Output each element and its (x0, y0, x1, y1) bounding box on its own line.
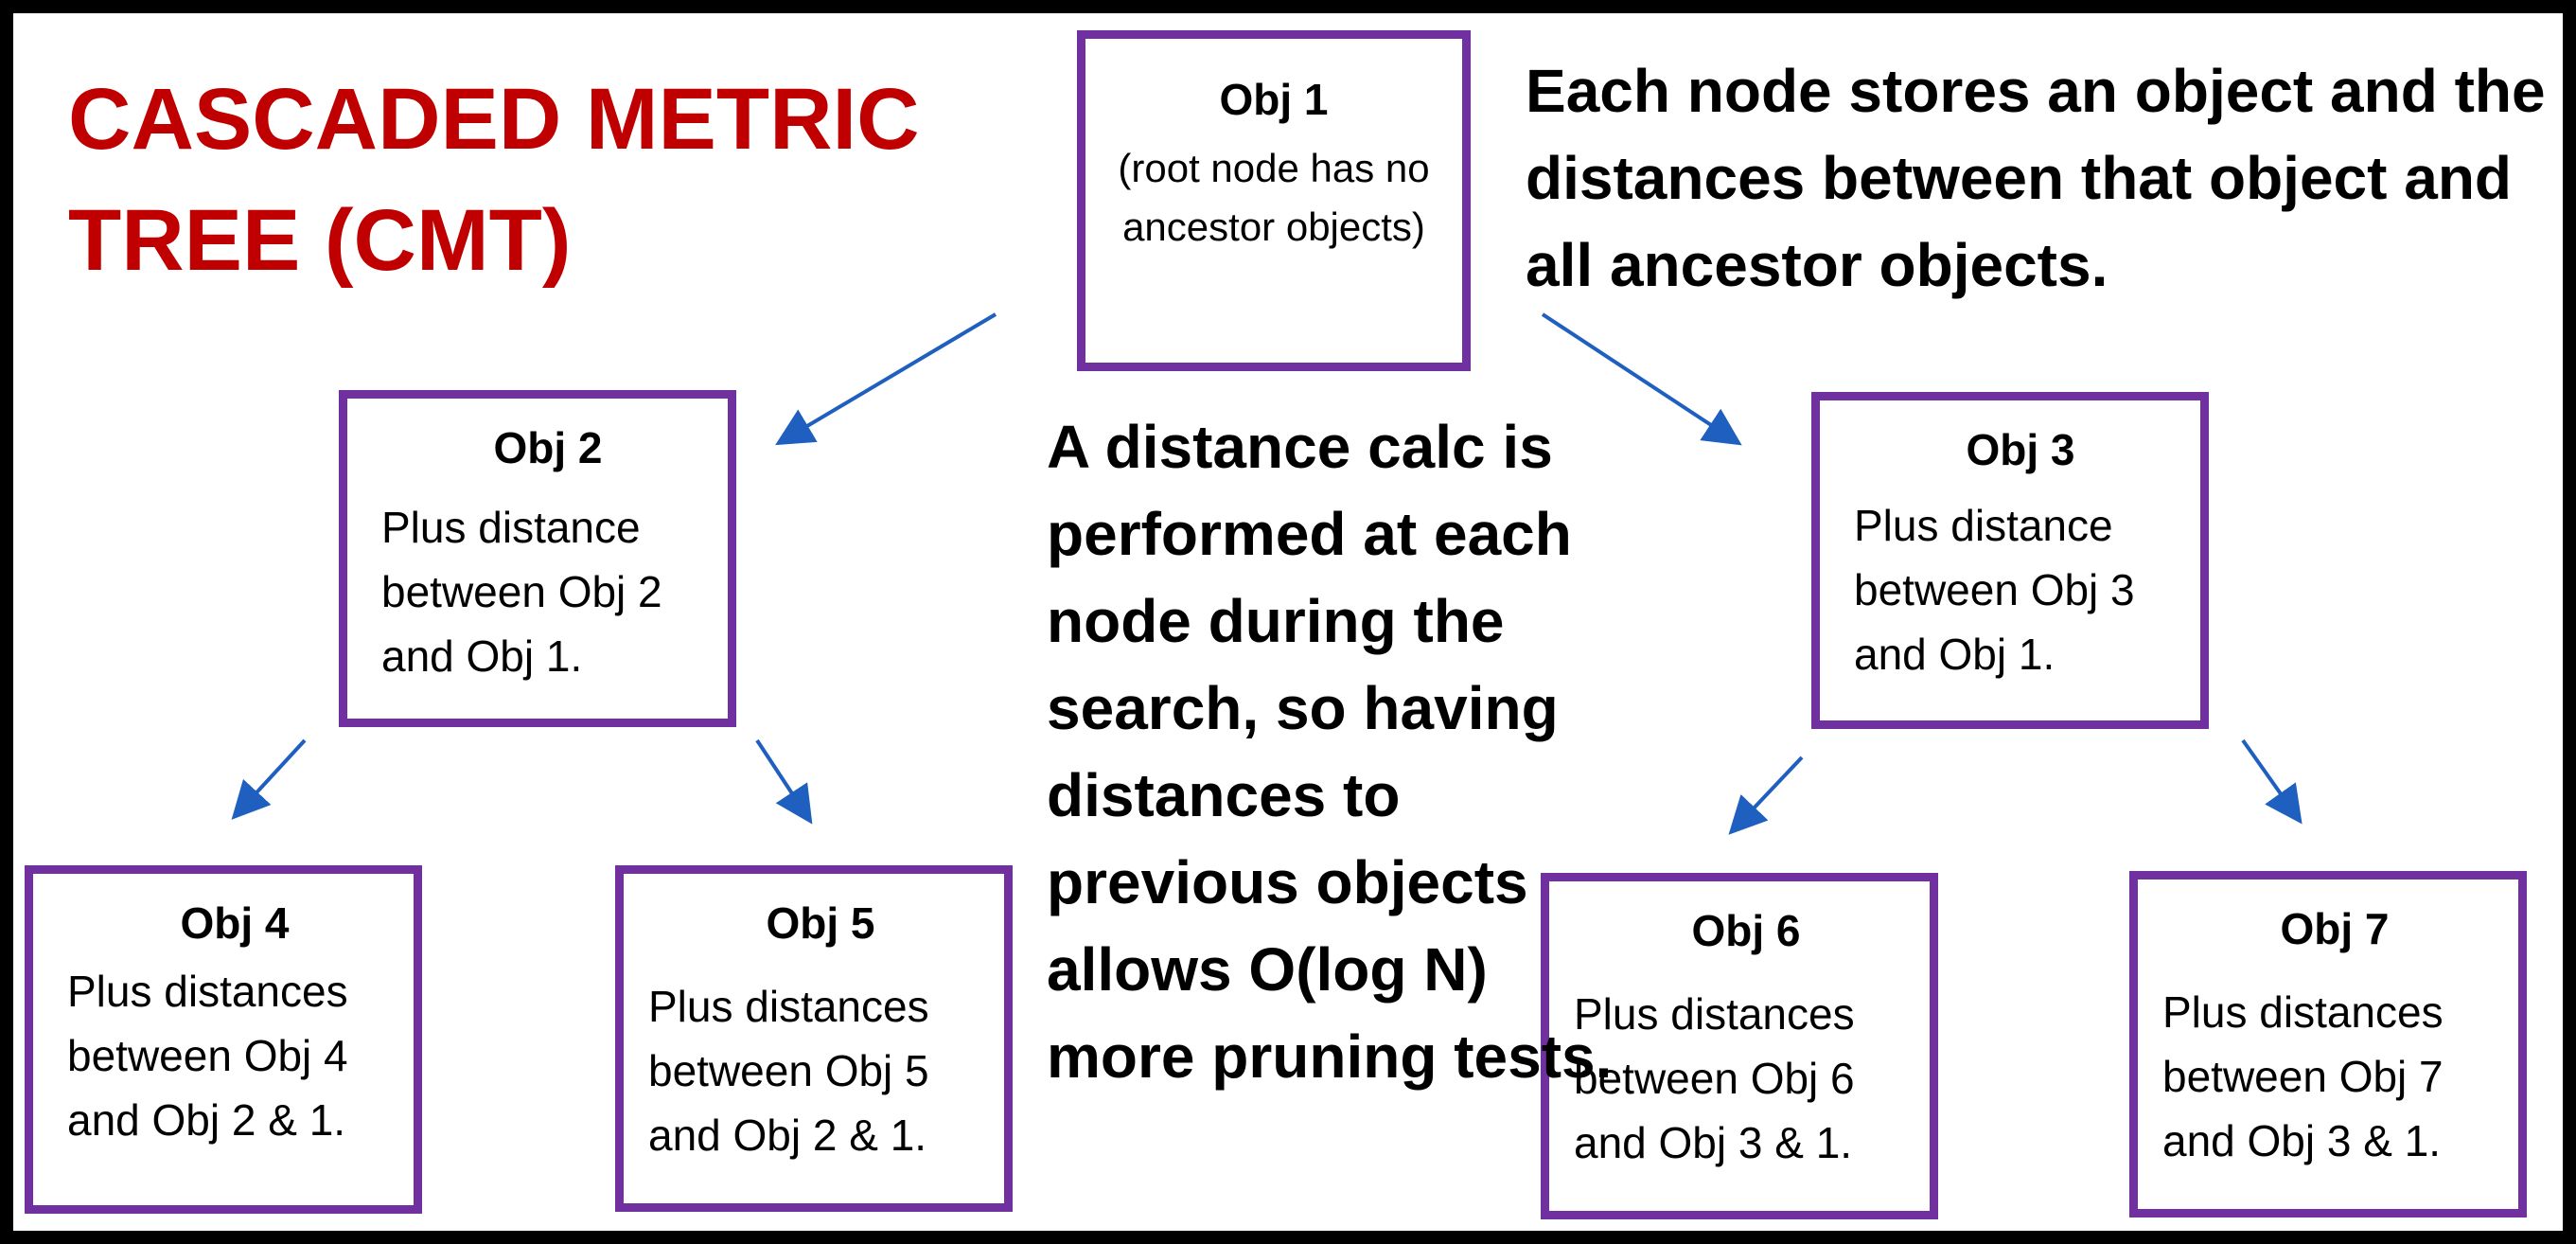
connector-arrows (231, 312, 2303, 835)
node-obj-2-body: Plus distance between Obj 2 and Obj 1. (381, 503, 662, 681)
node-obj-5-body: Plus distances between Obj 5 and Obj 2 &… (648, 982, 929, 1160)
node-obj-7-name: Obj 7 (2280, 904, 2390, 953)
diagram-canvas: CASCADED METRIC TREE (CMT) Obj 1 (root n… (13, 13, 2563, 1231)
node-obj-3: Obj 3 Plus distance between Obj 3 and Ob… (1811, 392, 2209, 729)
node-obj-6-name: Obj 6 (1691, 906, 1801, 955)
node-obj-5: Obj 5 Plus distances between Obj 5 and O… (615, 865, 1013, 1212)
node-obj-1-body: (root node has no ancestor objects) (1118, 146, 1430, 249)
node-obj-3-body: Plus distance between Obj 3 and Obj 1. (1854, 501, 2135, 679)
arrow-obj1-to-obj2 (775, 312, 997, 446)
storage-note: Each node stores an object and the dista… (1526, 57, 2546, 299)
arrow-obj2-to-obj4 (231, 738, 307, 820)
node-obj-7: Obj 7 Plus distances between Obj 7 and O… (2129, 871, 2527, 1217)
node-obj-4: Obj 4 Plus distances between Obj 4 and O… (25, 865, 422, 1214)
node-obj-2-name: Obj 2 (493, 423, 603, 472)
node-obj-4-body: Plus distances between Obj 4 and Obj 2 &… (67, 967, 348, 1145)
node-obj-7-body: Plus distances between Obj 7 and Obj 3 &… (2162, 987, 2444, 1165)
node-obj-2: Obj 2 Plus distance between Obj 2 and Ob… (339, 390, 736, 727)
search-note: A distance calc is performed at each nod… (1047, 413, 1613, 1091)
node-obj-4-name: Obj 4 (180, 898, 290, 948)
node-obj-1: Obj 1 (root node has no ancestor objects… (1077, 30, 1471, 371)
arrow-obj3-to-obj7 (2241, 738, 2303, 825)
arrow-obj2-to-obj5 (755, 738, 813, 825)
node-obj-6: Obj 6 Plus distances between Obj 6 and O… (1541, 873, 1938, 1219)
node-obj-1-name: Obj 1 (1219, 75, 1329, 124)
node-obj-3-name: Obj 3 (1966, 425, 2075, 474)
node-obj-6-body: Plus distances between Obj 6 and Obj 3 &… (1574, 989, 1855, 1167)
arrow-obj3-to-obj6 (1728, 755, 1804, 835)
diagram-title: CASCADED METRIC TREE (CMT) (68, 71, 920, 289)
node-obj-5-name: Obj 5 (766, 898, 875, 948)
arrow-obj1-to-obj3 (1541, 312, 1742, 446)
